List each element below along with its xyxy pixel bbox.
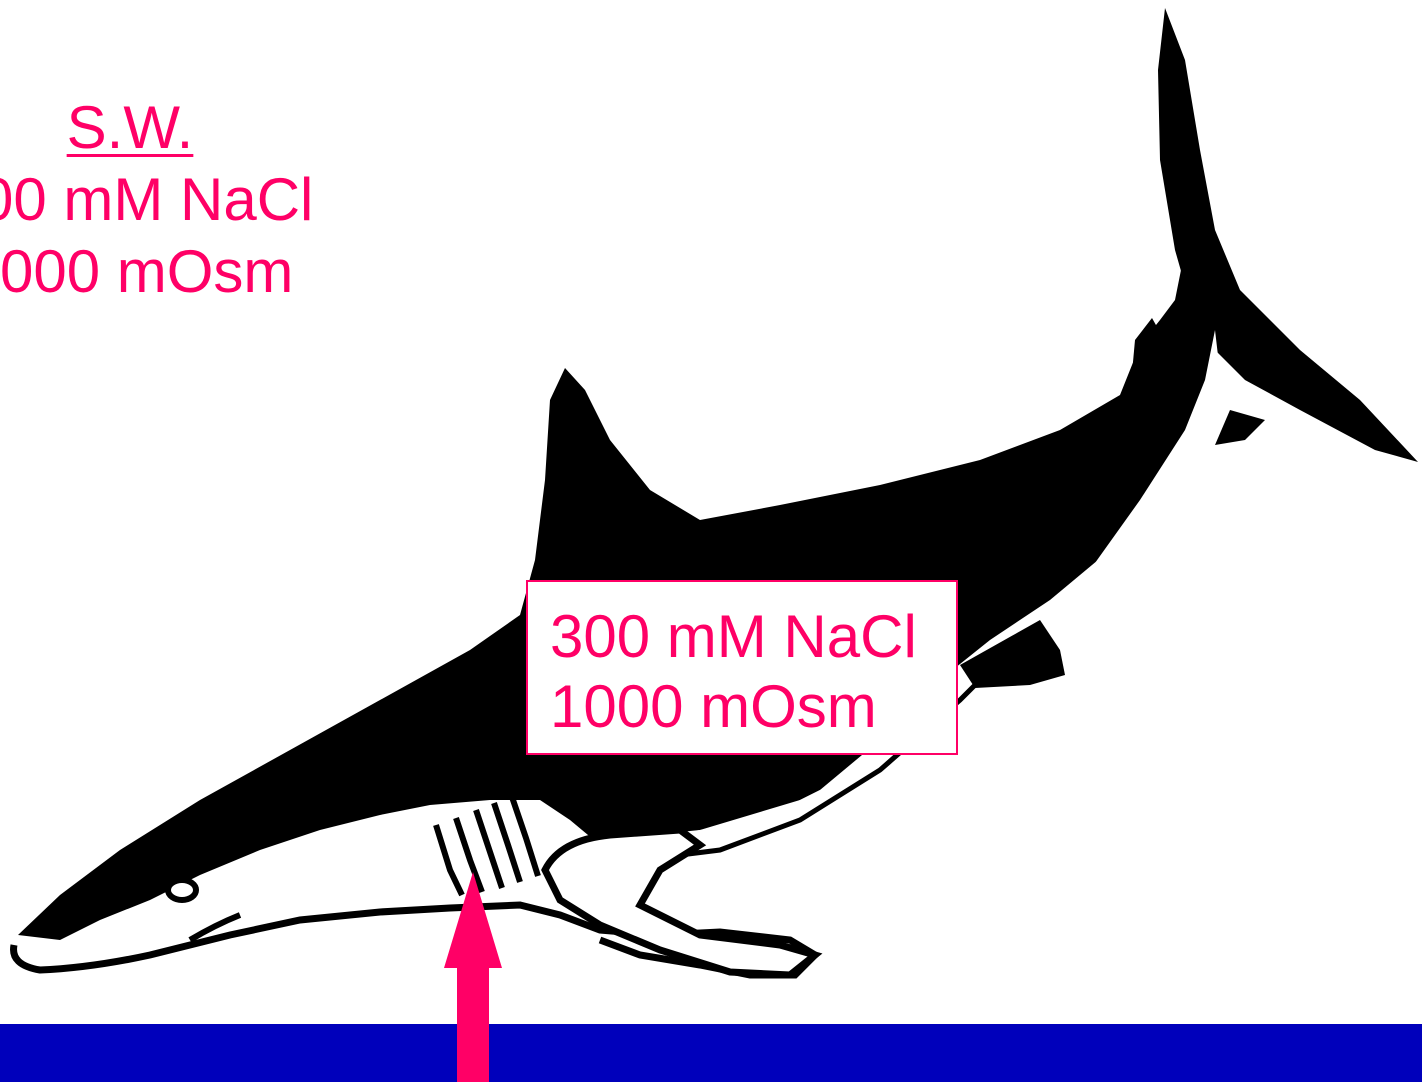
up-arrow-shape xyxy=(444,872,502,1082)
